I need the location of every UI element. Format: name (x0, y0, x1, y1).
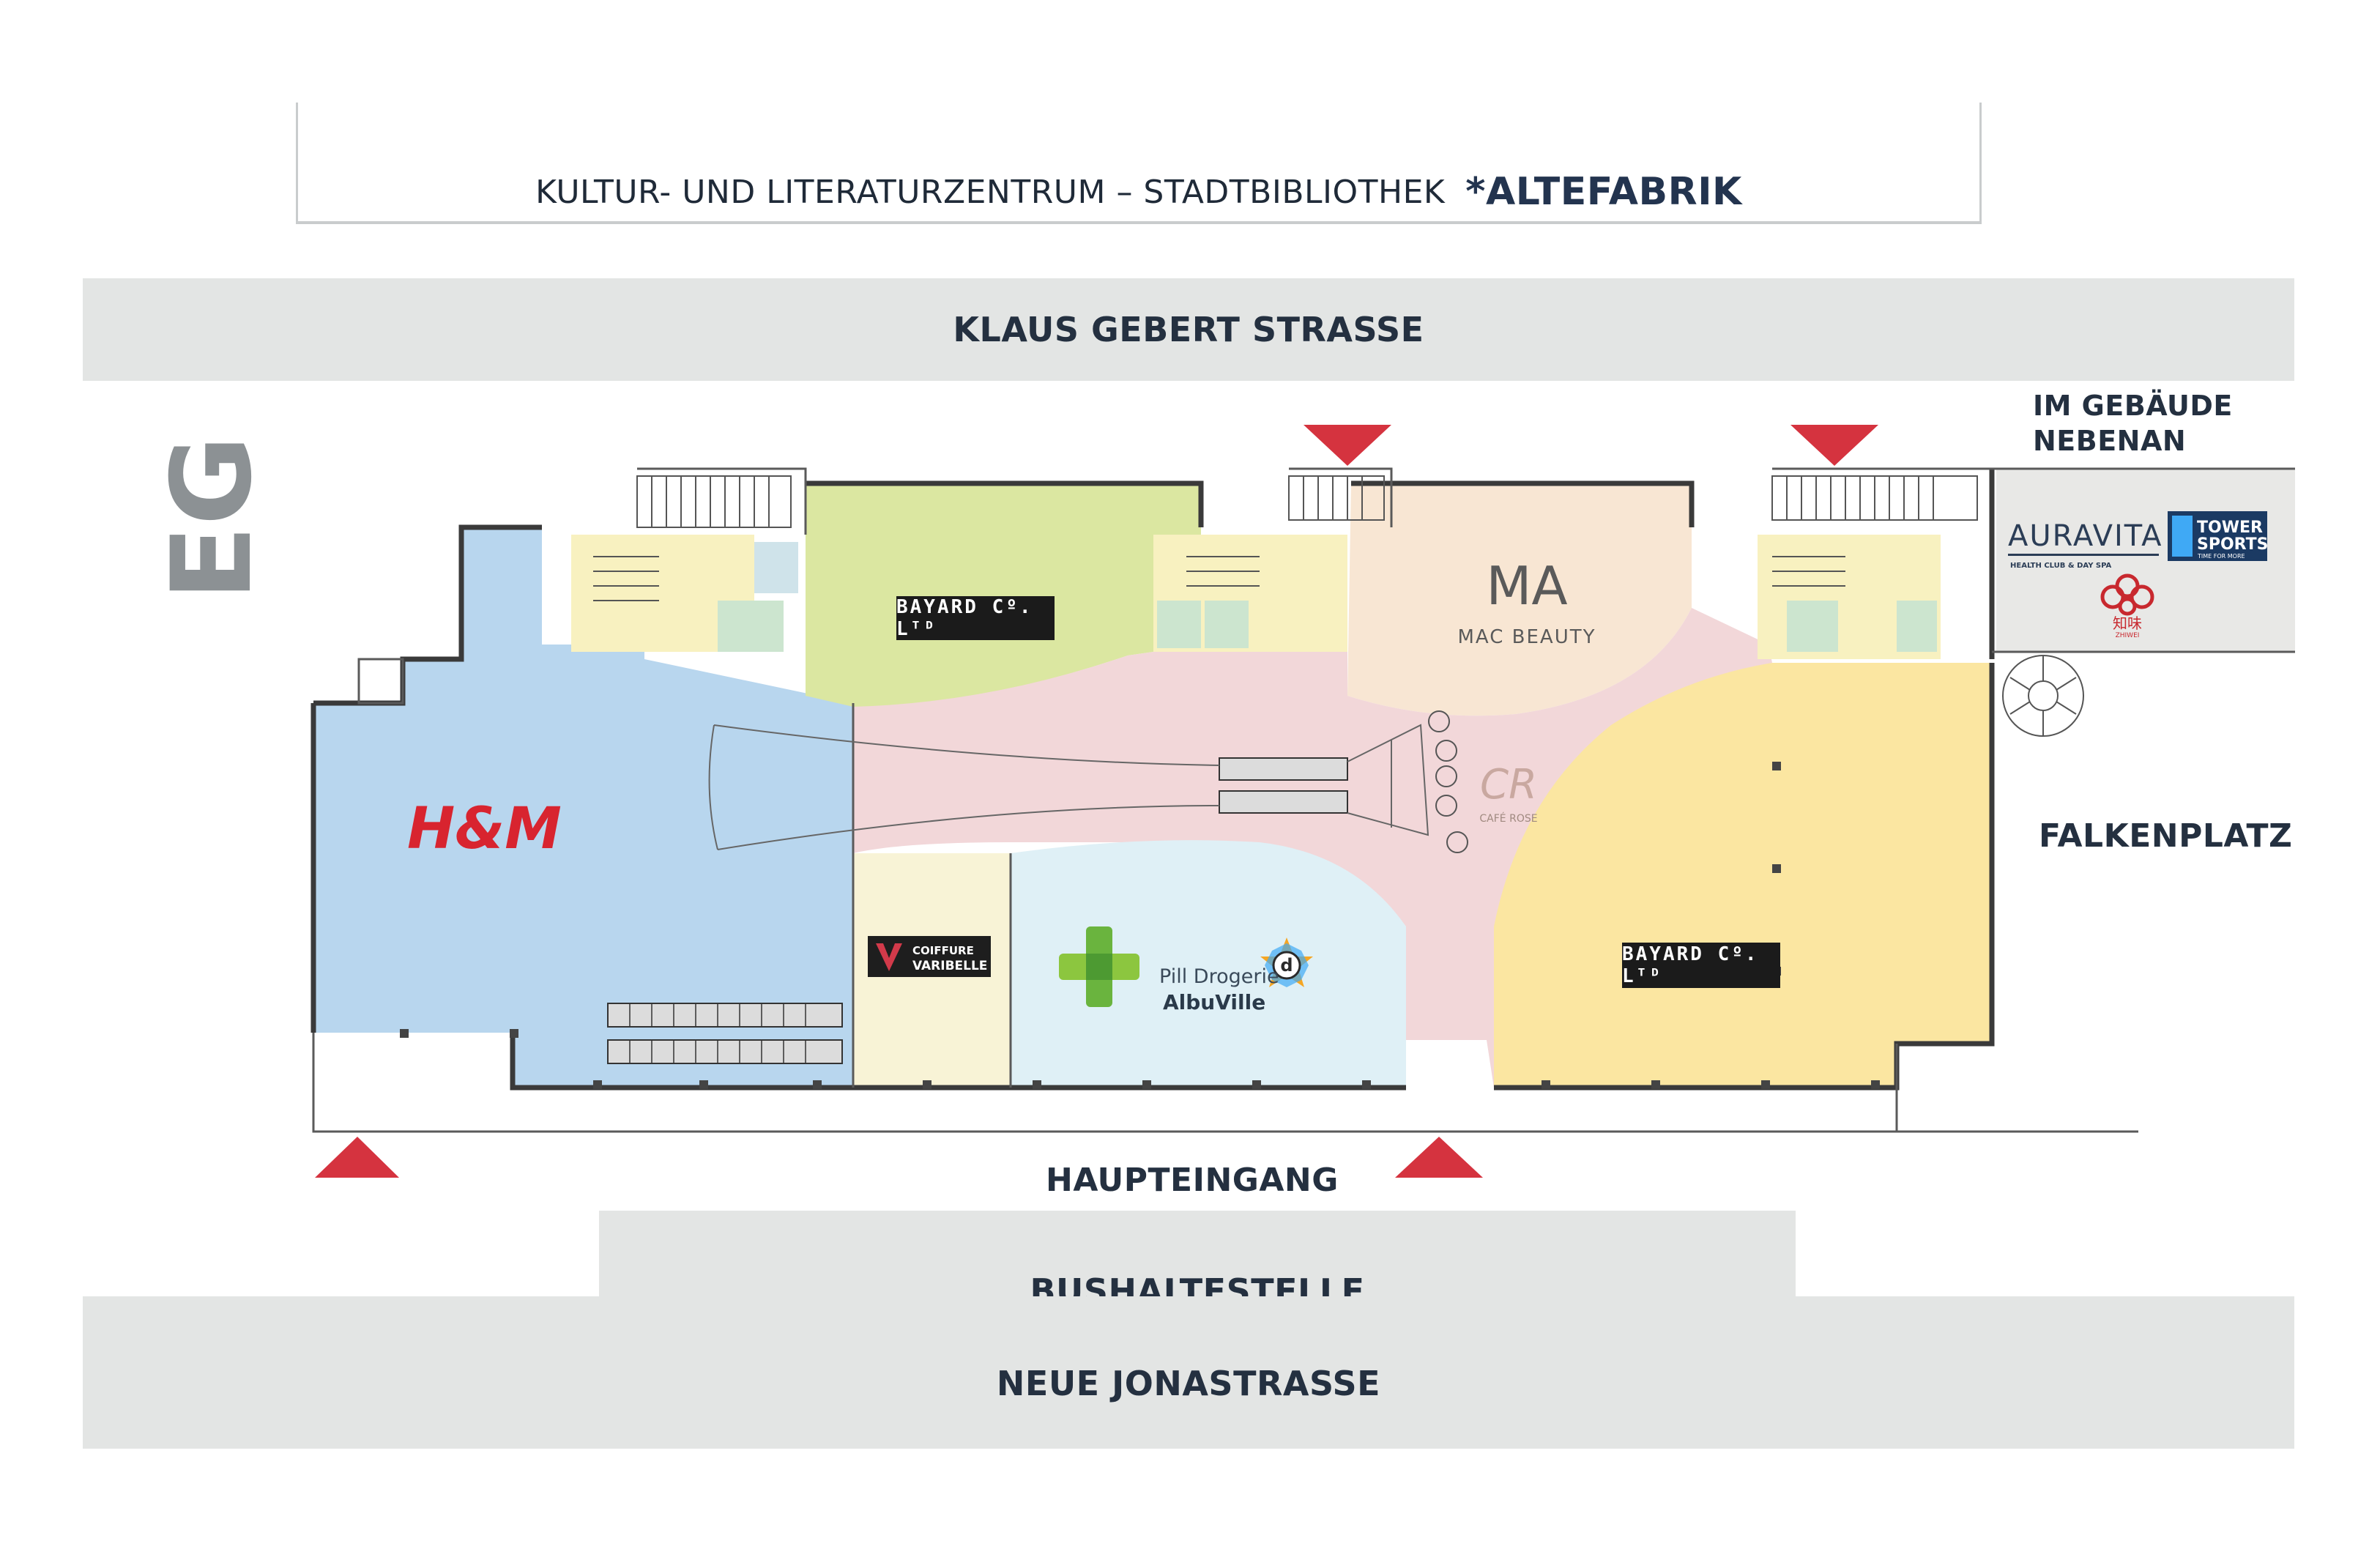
stairs-icon (593, 475, 1978, 601)
page-title: KULTUR- UND LITERATURZENTRUM – STADTBIBL… (535, 173, 1446, 211)
lift-2b (1205, 601, 1249, 648)
main-entrance-label: HAUPTEINGANG (1046, 1162, 1339, 1199)
mac-beauty-zone (1347, 483, 1692, 716)
chinese-knot-icon (2100, 573, 2154, 616)
altefabrik-logo: *ALTEFABRIK (1465, 170, 1742, 214)
lift-3b (1897, 601, 1937, 652)
drogerie-name-bottom: AlbuVille (1163, 990, 1265, 1014)
header-frame (296, 103, 1982, 224)
next-building-label-2: NEBENAN (2033, 425, 2187, 457)
mall-corridor (853, 608, 1772, 1088)
street-neue-jonas-label: NEUE JONASTRASSE (996, 1364, 1381, 1403)
svg-text:TOWER: TOWER (2197, 519, 2263, 537)
hm-logo: H&M (407, 796, 562, 862)
tower-sports-icon (2172, 516, 2193, 557)
hm-zone (313, 527, 853, 1088)
street-neue-jonas: NEUE JONASTRASSE (83, 1296, 2294, 1449)
spiral-stair-icon (2002, 655, 2084, 737)
header-title-row: KULTUR- UND LITERATURZENTRUM – STADTBIBL… (296, 163, 1982, 221)
svg-text:d: d (1280, 955, 1293, 976)
drogerie-cross-icon (1059, 926, 1139, 1007)
entrance-arrow-icon (315, 425, 1878, 1178)
drogerie-zone (1011, 840, 1406, 1088)
lift-3 (1787, 601, 1838, 652)
svg-text:HEALTH CLUB & DAY SPA: HEALTH CLUB & DAY SPA (2010, 562, 2112, 570)
lift-2a (1157, 601, 1201, 648)
next-building-label-1: IM GEBÄUDE (2033, 390, 2233, 422)
tower-sports-logo: TOWER SPORTS TIME FOR MORE (2168, 511, 2268, 561)
mac-beauty-logo: MAC BEAUTY (1457, 626, 1596, 648)
drogerie-name-top: Pill Drogerie (1159, 965, 1279, 988)
cafe-rose-monogram: CR (1480, 761, 1537, 809)
bayard-north-logo: BAYARD Cº. Lᵀᴰ (896, 596, 1055, 640)
street-klaus-gebert-label: KLAUS GEBERT STRASSE (953, 310, 1424, 349)
falkenplatz-label: FALKENPLATZ (2039, 817, 2293, 855)
bus-stop-area: BUSHALTESTELLE (599, 1211, 1796, 1311)
lift-1b (754, 542, 798, 593)
auravita-logo: AURAVITA (2008, 519, 2163, 553)
coiffure-logo: COIFFURE VARIBELLE (868, 936, 991, 977)
svg-text:TIME FOR MORE: TIME FOR MORE (2197, 553, 2245, 560)
bayard-east-logo: BAYARD Cº. Lᵀᴰ (1622, 943, 1780, 988)
chinese-restaurant-logo: 知味 (2113, 614, 2142, 632)
svg-text:ZHIWEI: ZHIWEI (2116, 632, 2140, 639)
street-klaus-gebert: KLAUS GEBERT STRASSE (83, 278, 2294, 381)
svg-text:COIFFURE: COIFFURE (912, 944, 974, 957)
coiffure-v-icon (876, 943, 902, 971)
svg-text:SPORTS: SPORTS (2197, 535, 2268, 554)
cafe-rose-logo: CAFÉ ROSE (1479, 812, 1537, 825)
mac-beauty-monogram: MA (1486, 555, 1567, 617)
bayard-east-zone (1494, 663, 1992, 1088)
lift-1 (718, 601, 784, 652)
drogerie-star-icon: d (1260, 937, 1313, 987)
escalator-icon (607, 757, 1348, 1064)
svg-text:VARIBELLE: VARIBELLE (912, 959, 987, 973)
